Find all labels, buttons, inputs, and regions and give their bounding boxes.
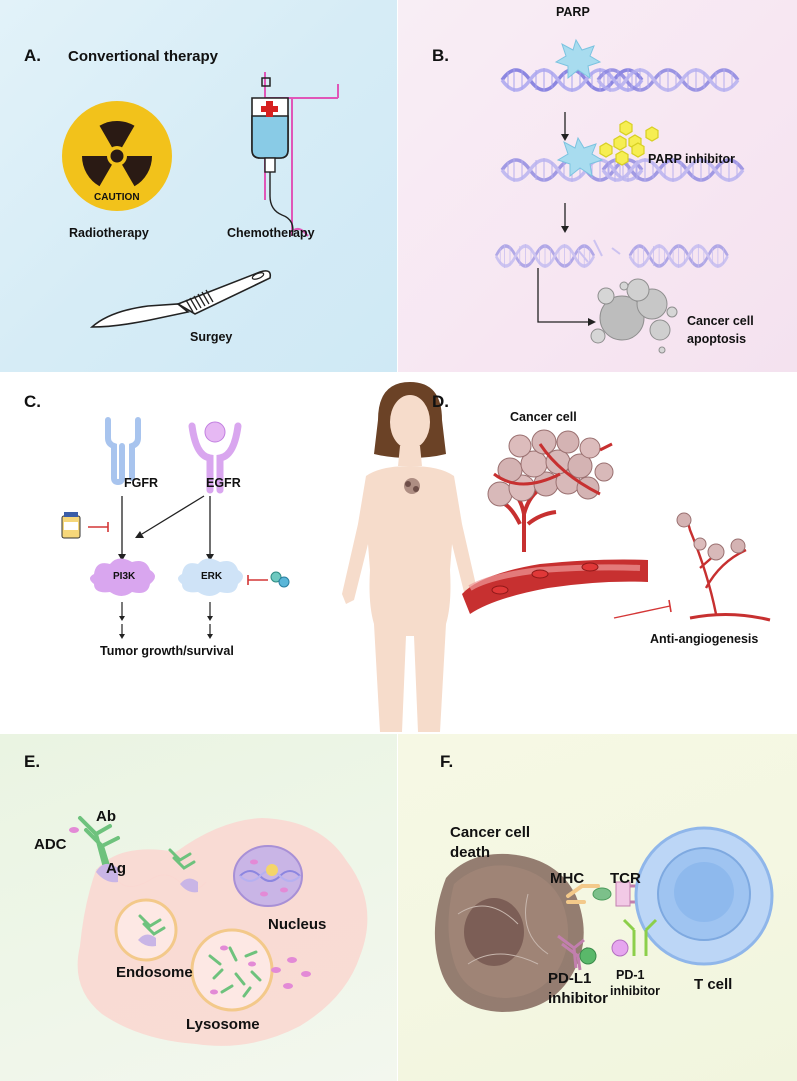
inhibit-angiogenesis xyxy=(613,605,671,619)
t-cell-icon xyxy=(634,826,774,966)
regressed-vessel xyxy=(676,512,771,622)
panel-b-parp-inhibitor: B. PARP PARP inhibitor Cancer cell apopt… xyxy=(398,0,797,372)
tcr-label: TCR xyxy=(610,870,641,887)
panel-a-title: Convertional therapy xyxy=(68,48,219,65)
endosome-icon xyxy=(114,898,178,962)
ab-label: Ab xyxy=(96,808,116,825)
caution-label: CAUTION xyxy=(94,192,140,203)
outcome-line1: Cancer cell xyxy=(687,314,754,328)
panel-f-immunotherapy: F. Cancer cell death MHC TCR PD-L1 inhib… xyxy=(398,734,797,1081)
panel-b-graphics xyxy=(494,38,745,354)
cancer-cell-icon xyxy=(434,853,584,1012)
antigen-icon xyxy=(96,863,118,883)
pi3k-label: PI3K xyxy=(113,571,136,582)
arrow-egfr-pi3k xyxy=(141,495,205,535)
panel-f-letter: F. xyxy=(440,752,454,771)
broken-dna-helix xyxy=(494,239,730,270)
pi3k-node xyxy=(90,558,155,596)
parp-bound-icon xyxy=(556,136,604,178)
tumor-cell-cluster xyxy=(487,429,614,507)
intact-dna-helix xyxy=(500,66,740,94)
pd1-icon xyxy=(611,918,658,957)
surgery-label: Surgey xyxy=(190,330,233,344)
antibody-icon xyxy=(69,816,120,874)
lysosome-label: Lysosome xyxy=(186,1016,260,1033)
panel-b-letter: B. xyxy=(432,46,449,65)
pdl1-icon xyxy=(557,934,597,971)
tumor-outcome-label: Tumor growth/survival xyxy=(100,644,234,658)
blood-vessel-main xyxy=(462,484,648,614)
death-label-line1: Cancer cell xyxy=(450,824,531,841)
egfr-receptor-icon xyxy=(188,421,242,494)
internalizing-antibody-icon xyxy=(168,848,198,893)
pd1-label-line1: PD-1 xyxy=(616,968,645,982)
lysosome-icon xyxy=(190,928,274,1012)
panel-c-d: C. FGFR EGFR PI3K ERK Tumor growth/survi… xyxy=(0,374,797,732)
pdl1-label-line2: inhibitor xyxy=(548,990,608,1007)
mhc-icon xyxy=(566,884,612,904)
ag-label: Ag xyxy=(106,860,126,877)
nucleus-label: Nucleus xyxy=(268,916,327,933)
panel-c-letter: C. xyxy=(24,392,41,411)
panel-cd-graphics xyxy=(61,382,771,732)
mhc-label: MHC xyxy=(550,870,585,887)
chemotherapy-label: Chemotherapy xyxy=(227,226,315,240)
arrow-3 xyxy=(537,268,590,323)
parp-inhibitor-label: PARP inhibitor xyxy=(648,152,736,166)
erk-label: ERK xyxy=(201,571,223,582)
outcome-line2: apoptosis xyxy=(687,332,747,346)
cancer-cell-label: Cancer cell xyxy=(510,410,577,424)
panel-a-letter: A. xyxy=(24,46,41,65)
panel-f-graphics xyxy=(434,826,774,1012)
anti-angiogenesis-label: Anti-angiogenesis xyxy=(650,632,759,646)
erk-node xyxy=(178,558,243,596)
death-label-line2: death xyxy=(450,844,491,861)
parp-enzyme-icon xyxy=(554,38,602,80)
adc-label: ADC xyxy=(34,836,67,853)
panel-e-letter: E. xyxy=(24,752,41,771)
fgfr-receptor-icon xyxy=(105,417,141,486)
drug-bottle-icon xyxy=(61,512,81,539)
small-molecule-icon xyxy=(270,571,290,588)
panel-e-adc: E. Ab ADC Ag Nucleus Endosome Lysosome xyxy=(0,734,397,1081)
parp-label: PARP xyxy=(556,5,590,19)
iv-bag-icon xyxy=(251,72,339,237)
nucleus-icon xyxy=(233,845,303,907)
egfr-label: EGFR xyxy=(206,476,241,490)
panel-e-graphics xyxy=(69,816,368,1046)
t-cell-label: T cell xyxy=(694,976,733,993)
apoptotic-bodies-icon xyxy=(590,278,678,354)
panel-a-graphics xyxy=(62,72,339,328)
pd1-label-line2: inhibitor xyxy=(610,984,660,998)
scalpel-icon xyxy=(89,270,272,328)
radiation-caution-icon xyxy=(62,101,172,211)
panel-d-letter: D. xyxy=(432,392,449,411)
fgfr-label: FGFR xyxy=(124,476,159,490)
pdl1-label-line1: PD-L1 xyxy=(548,970,592,987)
endosome-label: Endosome xyxy=(116,964,193,981)
radiotherapy-label: Radiotherapy xyxy=(69,226,149,240)
female-body-silhouette xyxy=(342,382,478,732)
panel-a-conventional-therapy: A. Convertional therapy CAUTION Radiothe… xyxy=(0,0,397,372)
released-payload-icon xyxy=(271,957,311,989)
